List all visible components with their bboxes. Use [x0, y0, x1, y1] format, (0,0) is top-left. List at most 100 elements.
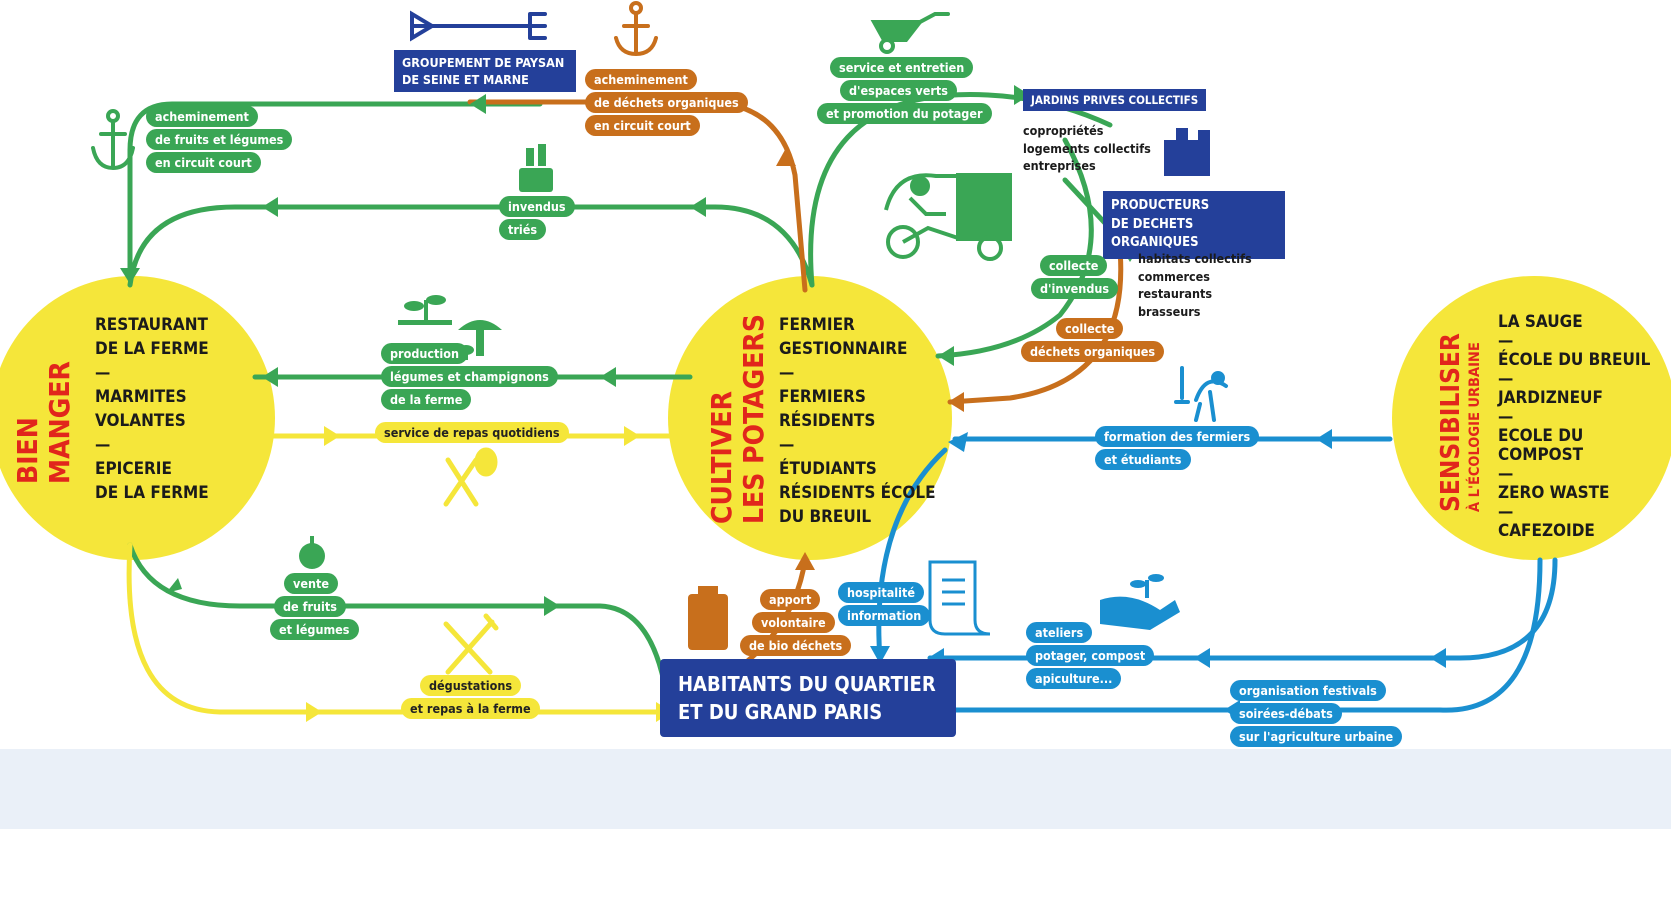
cultiver-item: RÉSIDENTS ÉCOLE — [779, 483, 936, 503]
green-flow-groupement — [127, 101, 543, 275]
producteurs-list: habitats collectifs commerces restaurant… — [1138, 250, 1252, 320]
bien-manger-item: MARMITES — [95, 387, 187, 407]
acheminement-fruits-pill: de fruits et légumes — [146, 129, 293, 150]
arrow-green-vente-1 — [166, 578, 182, 593]
festivals-pill: sur l'agriculture urbaine — [1230, 726, 1403, 747]
jardins-list-item: entreprises — [1023, 158, 1096, 173]
wheelbarrow-icon — [870, 12, 950, 54]
service-espaces-verts-pill: service et entretien — [830, 57, 974, 78]
bien-manger-item: EPICERIE — [95, 459, 172, 479]
producteurs-line: PRODUCTEURS — [1111, 198, 1210, 213]
sensibiliser-item: CAFEZOIDE — [1498, 521, 1595, 541]
collecte-dechets-pill: collecte — [1056, 318, 1124, 339]
degustations-pill: et repas à la ferme — [401, 698, 540, 719]
bien-manger-item: VOLANTES — [95, 411, 186, 431]
arrow-green-invendus-1 — [690, 197, 706, 217]
sensibiliser-title: SENSIBILISER À L'ÉCOLOGIE URBAINE — [1436, 333, 1484, 512]
degustations-pill: dégustations — [420, 675, 522, 696]
sensibiliser-title-sub: À L'ÉCOLOGIE URBAINE — [1467, 342, 1483, 512]
cultiver-item: FERMIERS — [779, 387, 866, 407]
producteurs-line: DE DECHETS ORGANIQUES — [1111, 216, 1199, 251]
producteurs-box: PRODUCTEURS DE DECHETS ORGANIQUES — [1103, 191, 1285, 259]
bien-manger-item: DE LA FERME — [95, 339, 209, 359]
apple-icon — [299, 536, 325, 569]
jardins-line: JARDINS PRIVES COLLECTIFS — [1031, 93, 1199, 107]
cultiver-circle — [668, 276, 952, 560]
habitants-box: HABITANTS DU QUARTIER ET DU GRAND PARIS — [660, 659, 956, 737]
bien-manger-item: — — [95, 363, 111, 383]
acheminement-fruits-pill: en circuit court — [146, 152, 261, 173]
compost-bin-icon — [688, 586, 728, 650]
arrow-blue-ateliers-1 — [1430, 648, 1446, 668]
producteurs-list-item: habitats collectifs — [1138, 251, 1252, 266]
arrow-green-production-1 — [600, 367, 616, 387]
yellow-flow-degustations — [126, 542, 668, 715]
arrow-green-groupement — [470, 94, 486, 114]
hand-plant-icon — [1100, 574, 1180, 630]
sensibiliser-list: LA SAUGE — ÉCOLE DU BREUIL — JARDIZNEUF … — [1498, 313, 1671, 541]
basket-icon — [519, 144, 553, 192]
bottom-band — [0, 749, 1671, 829]
scroll-icon — [928, 560, 991, 636]
ateliers-pill: ateliers — [1026, 622, 1093, 643]
apport-pill: de bio déchets — [740, 635, 852, 656]
arrow-green-vente-2 — [544, 596, 560, 616]
production-pill: légumes et champignons — [381, 366, 558, 387]
producteurs-list-item: brasseurs — [1138, 303, 1201, 319]
sensibiliser-title-main: SENSIBILISER — [1436, 333, 1466, 512]
sensibiliser-item: — — [1498, 369, 1514, 389]
invendus-pill: invendus — [499, 196, 575, 217]
cultiver-item: ÉTUDIANTS — [779, 459, 877, 479]
factory-icon — [1164, 128, 1210, 176]
green-flow-invendus — [127, 204, 815, 288]
sensibiliser-circle — [1392, 276, 1671, 560]
jardins-box: JARDINS PRIVES COLLECTIFS — [1023, 89, 1207, 111]
cultiver-item: RÉSIDENTS — [779, 411, 876, 431]
flow-diagram — [0, 1, 1671, 722]
sensibiliser-item: ECOLE DU COMPOST — [1498, 426, 1584, 465]
sensibiliser-item: ÉCOLE DU BREUIL — [1498, 350, 1651, 370]
cultiver-item: DU BREUIL — [779, 507, 872, 527]
collecte-invendus-pill: collecte — [1040, 255, 1108, 276]
cultiver-item: FERMIER — [779, 315, 855, 335]
blue-flow-ateliers — [927, 557, 1558, 661]
arrow-blue-formation-2 — [948, 432, 968, 452]
arrow-orange-collecte — [948, 392, 964, 412]
cultiver-list: FERMIER GESTIONNAIRE — FERMIERS RÉSIDENT… — [779, 313, 936, 529]
collecte-dechets-pill: déchets organiques — [1021, 341, 1165, 362]
cultiver-title: CULTIVER LES POTAGERS — [705, 314, 770, 524]
vente-pill: vente — [284, 573, 338, 594]
bien-manger-list: RESTAURANT DE LA FERME — MARMITES VOLANT… — [95, 313, 209, 505]
cargo-bike-icon — [884, 173, 1012, 261]
cultiver-item: — — [779, 435, 795, 455]
arrow-blue-hospitalite — [870, 646, 890, 664]
arrow-yellow-repas-2 — [624, 426, 640, 446]
jardins-list: copropriétés logements collectifs entrep… — [1023, 122, 1151, 175]
gardener-icon — [1174, 366, 1228, 422]
arrow-orange-apport — [795, 552, 815, 570]
green-flow-vente — [127, 542, 671, 708]
service-espaces-verts-pill: et promotion du potager — [817, 103, 992, 124]
vente-pill: de fruits — [274, 596, 346, 617]
seedling-icon — [398, 295, 452, 325]
ateliers-pill: potager, compost — [1026, 645, 1155, 666]
ateliers-pill: apiculture... — [1026, 668, 1122, 689]
bien-manger-circle — [0, 276, 275, 560]
production-pill: de la ferme — [381, 389, 472, 410]
formation-pill: formation des fermiers — [1095, 426, 1260, 447]
bien-manger-item: DE LA FERME — [95, 483, 209, 503]
arrow-blue-formation-1 — [1316, 429, 1332, 449]
sensibiliser-item: JARDIZNEUF — [1498, 388, 1603, 408]
sensibiliser-item: LA SAUGE — [1498, 312, 1583, 332]
service-espaces-verts-pill: d'espaces verts — [840, 80, 957, 101]
production-pill: production — [381, 343, 469, 364]
arrow-green-fruits-down — [120, 268, 140, 284]
cultiver-title-line: CULTIVER — [705, 390, 738, 524]
sensibiliser-item: — — [1498, 502, 1514, 522]
pitchfork-icon — [410, 10, 547, 42]
repas-pill: service de repas quotidiens — [375, 422, 569, 443]
groupement-line: GROUPEMENT DE PAYSAN — [402, 55, 565, 70]
jardins-list-item: copropriétés — [1023, 123, 1104, 138]
festivals-pill: organisation festivals — [1230, 680, 1386, 701]
invendus-pill: triés — [499, 219, 547, 240]
